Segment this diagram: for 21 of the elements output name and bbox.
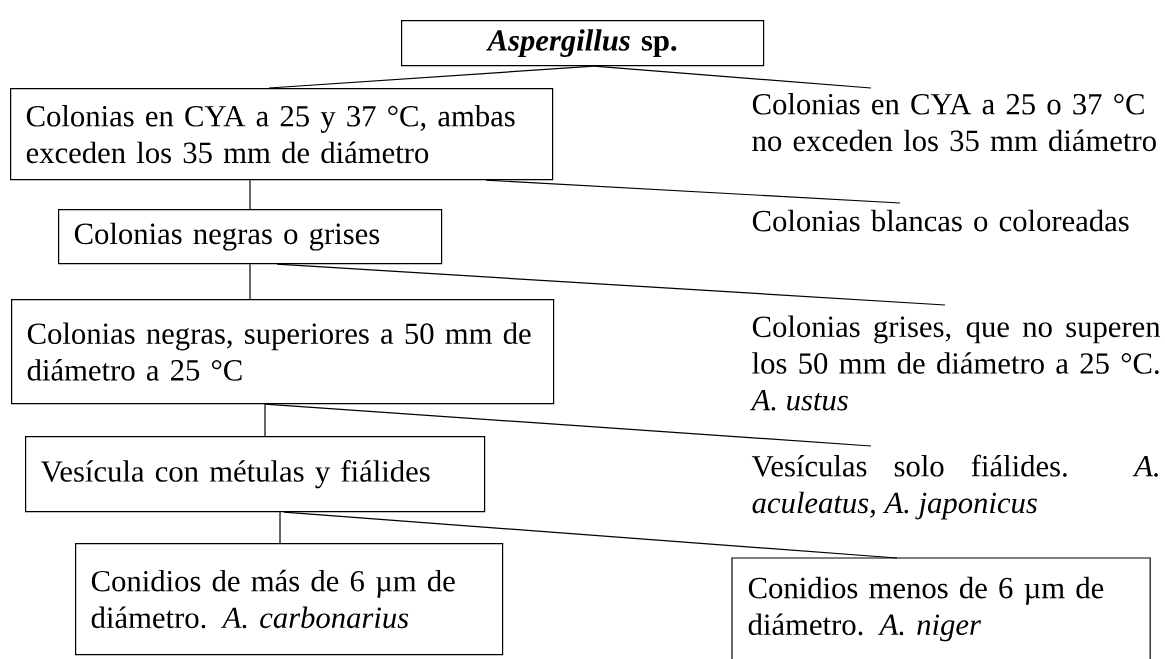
process-box: Colonias negras o grises: [58, 209, 443, 265]
process-box: Vesícula con métulas y fiálides: [25, 436, 486, 513]
connector-line: [485, 179, 901, 204]
connector-line: [249, 263, 251, 300]
connector-line: [268, 65, 595, 89]
connector-line: [264, 403, 872, 447]
connector-line: [249, 179, 251, 210]
process-box: Colonias negras, superiores a 50 mm de diámetro a 25 °C: [11, 299, 555, 405]
connector-line: [283, 511, 898, 559]
branch-text: Vesículas solo fiálides. A. aculeatus, A. japonicus: [751, 454, 1158, 520]
connector-line: [264, 403, 266, 437]
process-box: Conidios de más de 6 µm de diámetro. A. carbonarius: [75, 543, 504, 656]
connector-line: [593, 65, 872, 89]
process-box: Colonias en CYA a 25 y 37 °C, ambas exceden los 35 mm de diámetro: [10, 88, 554, 181]
connector-line: [279, 511, 281, 544]
process-box: Conidios menos de 6 µm de diámetro. A. niger: [731, 557, 1151, 659]
connector-line: [276, 263, 946, 306]
branch-text: Colonias grises, que no superen los 50 mm de diámetro a 25 °C. A. ustus: [749, 315, 1161, 411]
process-box: Aspergillus sp.: [401, 20, 765, 67]
branch-text: Colonias blancas o coloreadas: [752, 209, 1129, 232]
branch-text: Colonias en CYA a 25 o 37 °C no exceden los 35 mm diámetro: [752, 92, 1156, 152]
